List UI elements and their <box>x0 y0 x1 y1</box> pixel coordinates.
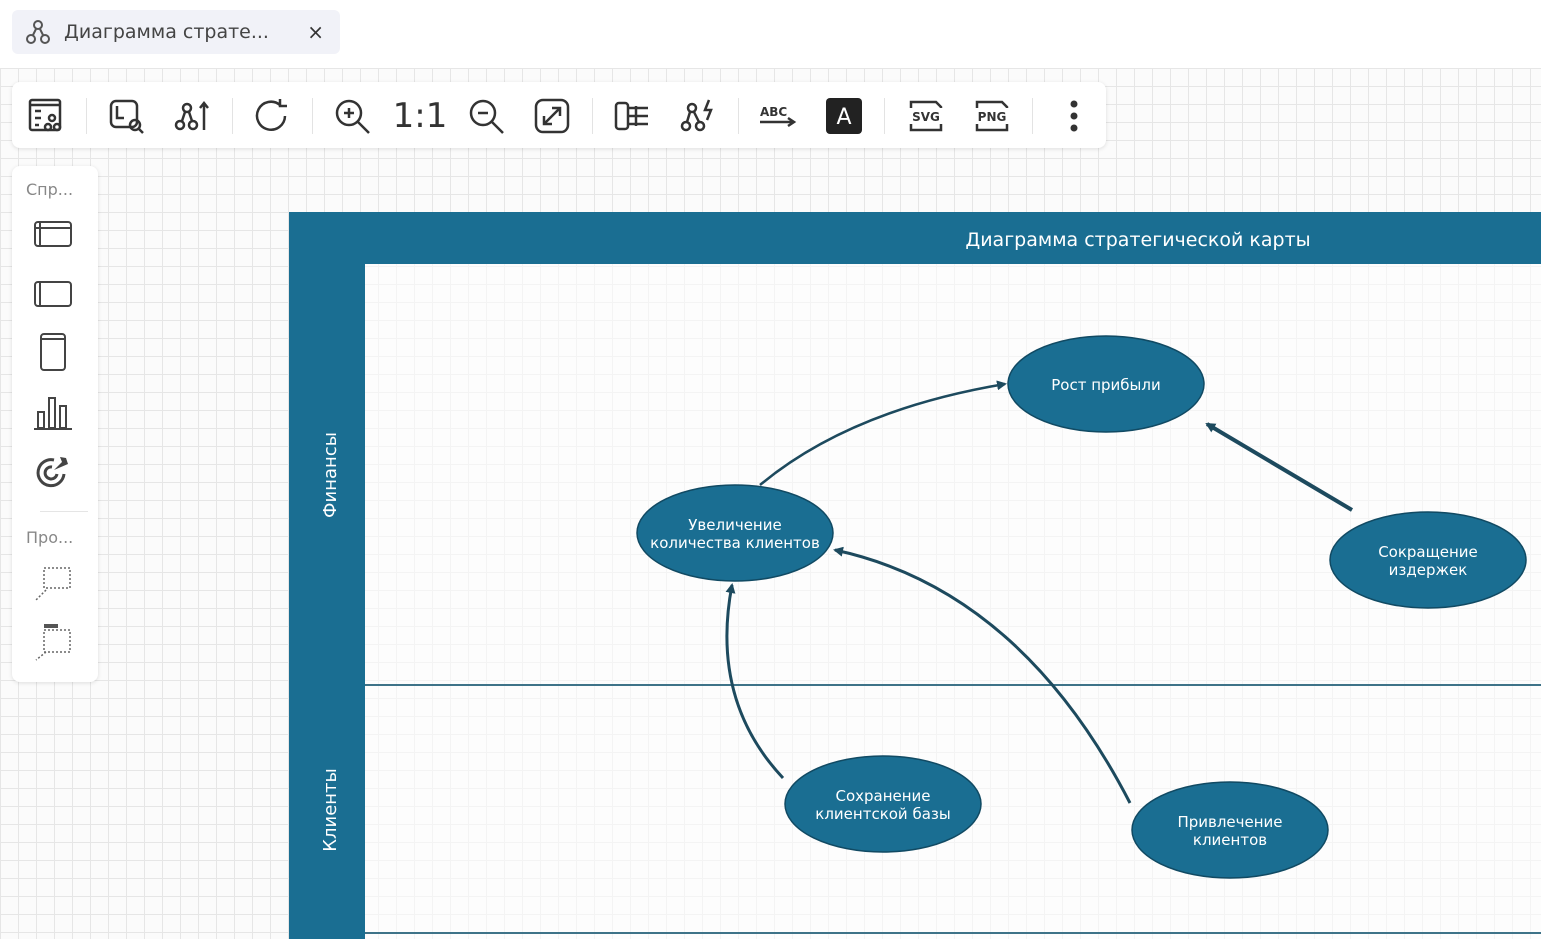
node-label: Рост прибыли <box>1051 376 1160 394</box>
auto-layout-button[interactable] <box>170 94 214 138</box>
connector-style-icon <box>680 99 713 132</box>
find-element-button[interactable] <box>104 94 148 138</box>
connector-style-button[interactable] <box>676 94 720 138</box>
lane-header-band[interactable] <box>289 212 365 939</box>
refresh-icon <box>255 99 287 131</box>
palette-section-label: Спр... <box>26 180 74 199</box>
edge-attract-increase[interactable] <box>833 546 1132 804</box>
find-element-icon <box>109 99 144 134</box>
palette-section-label: Про... <box>26 528 74 547</box>
pool-header[interactable] <box>289 212 1541 264</box>
node-ellipse[interactable] <box>636 484 834 582</box>
pool-vertical-icon <box>40 333 66 371</box>
pool-horizontal-icon <box>34 221 72 247</box>
lane-label-clients[interactable]: Клиенты <box>320 768 341 852</box>
tab-title: Диаграмма страте... <box>64 21 269 43</box>
text-format-button[interactable]: ABC <box>756 94 800 138</box>
palette-group-annotation[interactable] <box>32 622 74 662</box>
node-label: Привлечение <box>1177 813 1282 831</box>
palette-pool-horizontal-header[interactable] <box>32 214 74 254</box>
node-label: клиентов <box>1193 831 1267 849</box>
bar-chart-icon <box>34 397 72 430</box>
tab-bar: Диаграмма страте... × <box>0 0 1541 68</box>
target-icon <box>36 457 68 488</box>
palette-annotation[interactable] <box>32 562 74 602</box>
fit-screen-button[interactable] <box>530 94 574 138</box>
zoom-out-icon <box>469 99 504 134</box>
export-svg-button[interactable]: SVG <box>904 94 948 138</box>
more-options-button[interactable] <box>1052 94 1096 138</box>
font-button[interactable]: A <box>822 94 866 138</box>
node-label: количества клиентов <box>650 534 820 552</box>
diagram-title: Диаграмма стратегической карты <box>965 229 1310 251</box>
svg-text:PNG: PNG <box>978 110 1007 124</box>
node-label: Сокращение <box>1378 543 1478 561</box>
node-label: клиентской базы <box>815 805 950 823</box>
tab-diagram[interactable]: Диаграмма страте... × <box>12 10 340 54</box>
svg-file-icon: SVG <box>909 100 943 132</box>
pool-icon <box>34 281 72 307</box>
node-profit[interactable]: Рост прибыли <box>1007 335 1205 433</box>
refresh-button[interactable] <box>250 94 294 138</box>
palette-pool-vertical[interactable] <box>32 332 74 372</box>
annotation-icon <box>35 567 71 601</box>
abc-arrow-icon: ABC <box>760 105 797 128</box>
diagram-settings-icon <box>28 98 62 132</box>
node-ellipse[interactable] <box>1329 511 1527 609</box>
zoom-in-icon <box>335 99 370 134</box>
zoom-out-button[interactable] <box>464 94 508 138</box>
lane-label-finance[interactable]: Финансы <box>320 432 341 518</box>
export-png-button[interactable]: PNG <box>970 94 1014 138</box>
node-label: издержек <box>1389 561 1468 579</box>
layout-direction-button[interactable] <box>610 94 654 138</box>
font-a-icon: A <box>826 98 862 134</box>
palette-pool-horizontal[interactable] <box>32 274 74 314</box>
svg-text:A: A <box>836 105 851 130</box>
group-annotation-icon <box>35 624 71 661</box>
node-ellipse[interactable] <box>784 755 982 853</box>
layout-direction-icon <box>614 101 648 131</box>
svg-text:SVG: SVG <box>912 110 940 124</box>
png-file-icon: PNG <box>975 100 1009 132</box>
zoom-in-button[interactable] <box>330 94 374 138</box>
palette-chart[interactable] <box>32 392 74 432</box>
expand-icon <box>534 98 570 134</box>
svg-text:ABC: ABC <box>760 105 787 119</box>
diagram-icon <box>26 20 50 44</box>
close-tab-button[interactable]: × <box>307 20 324 44</box>
edge-costs-profit[interactable] <box>1205 422 1354 512</box>
diagram-settings-button[interactable] <box>24 94 68 138</box>
actual-size-button[interactable]: 1:1 <box>392 96 448 136</box>
node-label: Увеличение <box>688 516 781 534</box>
node-ellipse[interactable] <box>1131 781 1329 879</box>
edge-retain-increase[interactable] <box>725 583 785 780</box>
node-label: Сохранение <box>835 787 930 805</box>
palette-goal[interactable] <box>32 452 74 492</box>
shape-palette: Спр... Про... <box>12 166 98 682</box>
more-vertical-icon <box>1070 100 1078 132</box>
edge-increase-profit[interactable] <box>759 380 1007 486</box>
auto-layout-icon <box>174 100 209 131</box>
node-ellipse[interactable] <box>1007 335 1205 433</box>
toolbar: 1:1 ABC A SVG PNG <box>12 82 1106 148</box>
